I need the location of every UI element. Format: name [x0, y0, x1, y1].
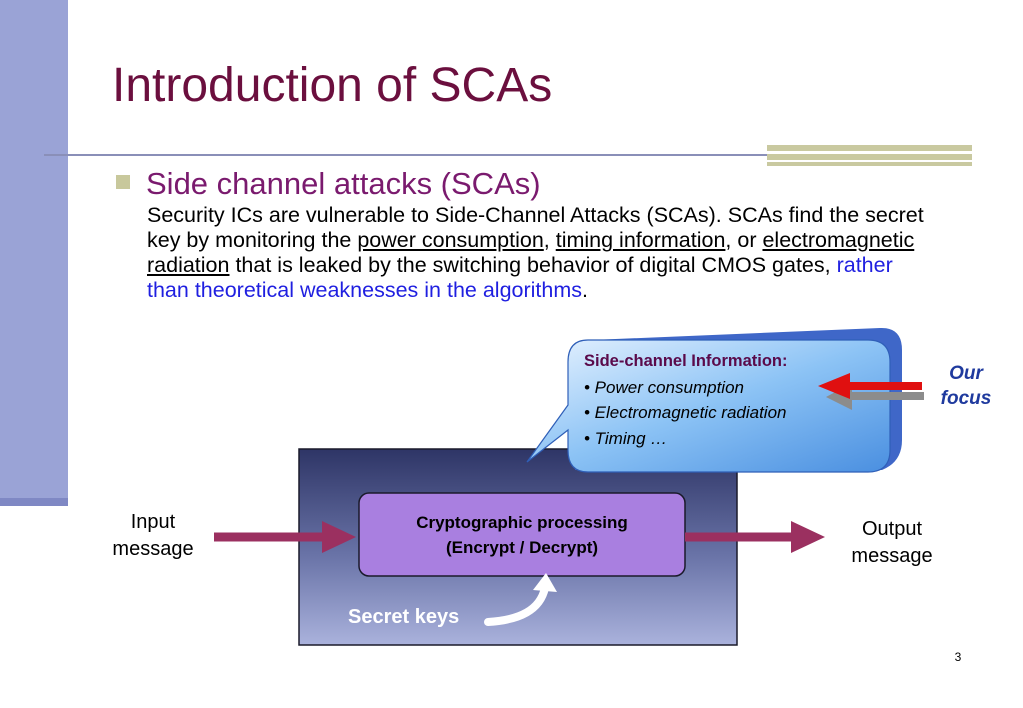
secret-keys-arrow-head	[533, 573, 557, 592]
our-focus-line1: Our	[949, 363, 983, 384]
bullet-heading: Side channel attacks (SCAs)	[146, 166, 541, 201]
callout-heading: Side-channel Information:	[584, 352, 788, 370]
our-focus-line2: focus	[940, 388, 992, 409]
highlight-text: rather than theoretical weaknesses in th…	[147, 253, 893, 302]
callout-bubble	[526, 339, 891, 473]
focus-arrow-head	[818, 373, 850, 399]
output-line1: Output	[861, 518, 923, 540]
callout-item-power: • Power consumption	[584, 377, 744, 397]
input-arrow-head	[322, 521, 356, 553]
sidebar-band	[0, 0, 68, 503]
input-message-label: Input message	[100, 509, 206, 563]
secret-keys-curve	[484, 584, 549, 626]
callout-text: Side-channel Information: • Power consum…	[584, 349, 788, 451]
output-line2: message	[851, 545, 933, 567]
electromagnetic-radiation-link[interactable]: electromagnetic radiation	[147, 228, 915, 277]
bullet-square-icon	[116, 175, 130, 189]
sidebar-band-edge	[0, 498, 68, 506]
body-text-3: , or	[725, 228, 763, 252]
power-consumption-link[interactable]: power consumption	[357, 228, 544, 252]
accent-stripes	[767, 145, 972, 166]
body-text-1: Security ICs are vulnerable to Side-Chan…	[147, 203, 924, 252]
callout-item-timing: • Timing …	[584, 428, 668, 448]
slide-title: Introduction of SCAs	[112, 59, 553, 112]
page-number: 3	[954, 650, 962, 664]
process-line2: (Encrypt / Decrypt)	[445, 538, 599, 557]
input-line1: Input	[130, 511, 176, 533]
body-text-4: that is leaked by the switching behavior…	[229, 253, 837, 277]
secret-keys-label: Secret keys	[348, 606, 460, 628]
body-text-end: .	[582, 278, 589, 302]
crypto-process-label: Cryptographic processing (Encrypt / Decr…	[360, 510, 684, 560]
title-divider	[44, 154, 769, 156]
output-message-label: Output message	[838, 516, 946, 570]
input-line2: message	[112, 538, 194, 560]
our-focus-label: Our focus	[928, 361, 1004, 411]
timing-information-link[interactable]: timing information	[555, 228, 726, 252]
callout-item-em: • Electromagnetic radiation	[584, 403, 787, 422]
output-arrow-head	[791, 521, 825, 553]
process-line1: Cryptographic processing	[416, 513, 628, 532]
body-text-2: ,	[543, 228, 556, 252]
bullet-body: Security ICs are vulnerable to Side-Chan…	[147, 203, 937, 303]
